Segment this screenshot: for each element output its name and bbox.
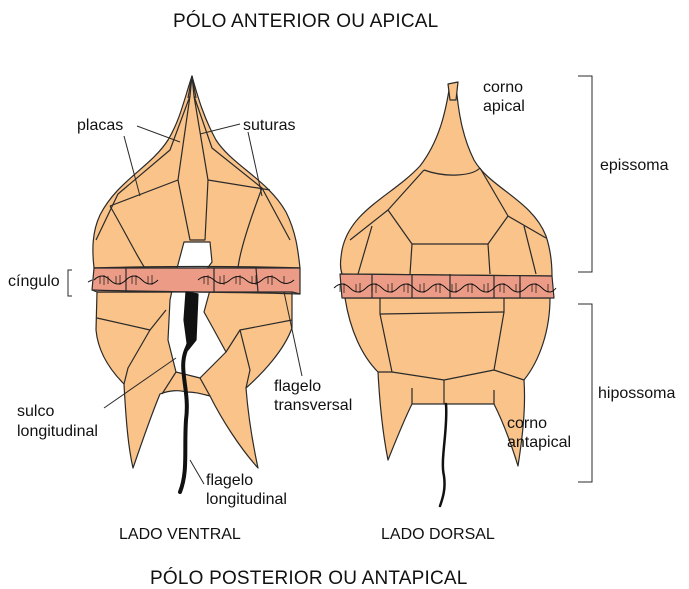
label-longitudinal: longitudinal <box>17 422 98 441</box>
bracket-hipossoma <box>578 304 592 482</box>
bracket-cingulo <box>68 270 72 296</box>
label-corno-apical-1: corno <box>483 78 523 97</box>
label-transversal: transversal <box>274 396 352 415</box>
label-dorsal-side: LADO DORSAL <box>381 525 495 544</box>
label-suturas: suturas <box>243 116 295 135</box>
label-epissoma: epissoma <box>600 156 668 175</box>
label-sulco: sulco <box>17 402 54 421</box>
ventral-cingulum <box>92 268 300 294</box>
label-longitudinal-flagellum: longitudinal <box>206 490 287 509</box>
label-placas: placas <box>77 116 123 135</box>
label-corno-antapical-2: antapical <box>507 433 571 452</box>
title-posterior-pole: PÓLO POSTERIOR OU ANTAPICAL <box>150 569 468 588</box>
title-anterior-pole: PÓLO ANTERIOR OU APICAL <box>173 12 438 31</box>
dorsal-flagellum-longitudinal <box>440 404 446 506</box>
label-hipossoma: hipossoma <box>598 384 675 403</box>
bracket-epissoma <box>578 76 592 272</box>
label-flagelo-t: flagelo <box>274 377 321 396</box>
label-flagelo-l: flagelo <box>206 471 253 490</box>
dorsal-apical-horn <box>448 82 458 100</box>
label-corno-antapical-1: corno <box>507 414 547 433</box>
label-ventral-side: LADO VENTRAL <box>119 525 241 544</box>
label-cingulo: cíngulo <box>8 272 60 291</box>
label-corno-apical-2: apical <box>483 97 525 116</box>
ventral-cell <box>88 76 300 492</box>
leader-flagelo-longitudinal <box>190 460 204 484</box>
